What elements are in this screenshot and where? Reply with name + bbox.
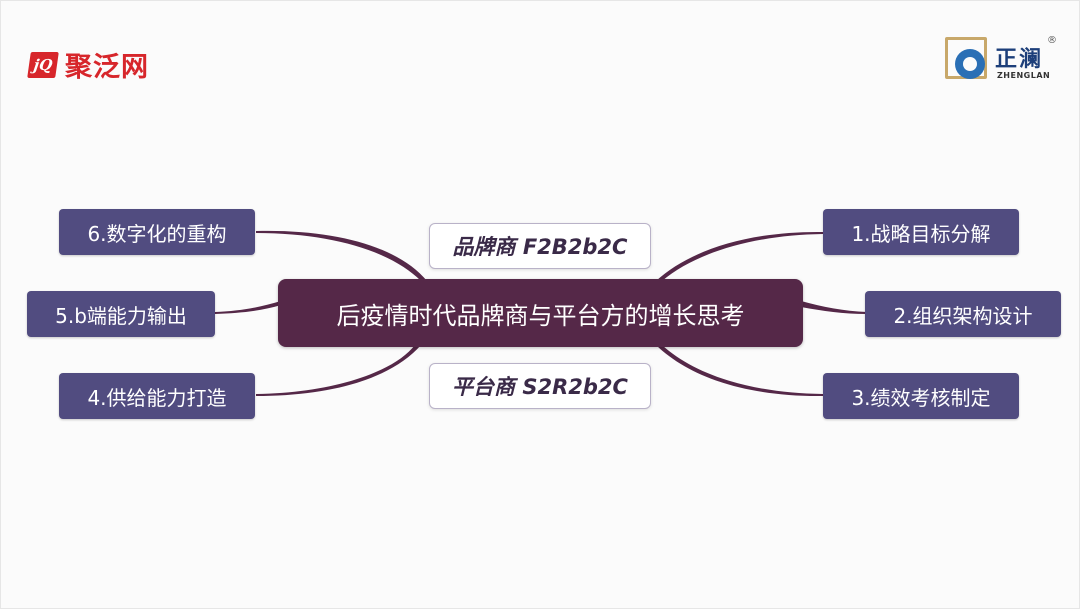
node-left-3: 4.供给能力打造 [59,373,255,419]
link-to-node-4 [256,345,421,396]
link-to-node-2 [801,301,867,314]
zhenglan-logo-text: 正澜 [995,46,1044,72]
node-left-2: 5.b端能力输出 [27,291,215,337]
zhenglan-logo-subtext: ZHENGLAN [997,71,1051,80]
node-right-3: 3.绩效考核制定 [823,373,1019,419]
juqi-logo-text: 聚泛网 [65,52,149,83]
zhenglan-logo: 正澜 ® ZHENGLAN [941,33,1061,87]
center-topic: 后疫情时代品牌商与平台方的增长思考 [278,279,803,347]
link-to-node-1 [656,231,823,281]
node-right-2: 2.组织架构设计 [865,291,1061,337]
tag-platform-model: 平台商 S2R2b2C [429,363,651,409]
link-to-node-6 [256,230,427,281]
registered-mark: ® [1047,35,1057,46]
link-to-node-3 [656,345,823,397]
zhenglan-circle-icon [955,49,985,79]
link-to-node-5 [215,301,281,314]
tag-brand-model: 品牌商 F2B2b2C [429,223,651,269]
node-left-1: 6.数字化的重构 [59,209,255,255]
node-right-1: 1.战略目标分解 [823,209,1019,255]
juqi-logo: jQ 聚泛网 [27,45,149,84]
